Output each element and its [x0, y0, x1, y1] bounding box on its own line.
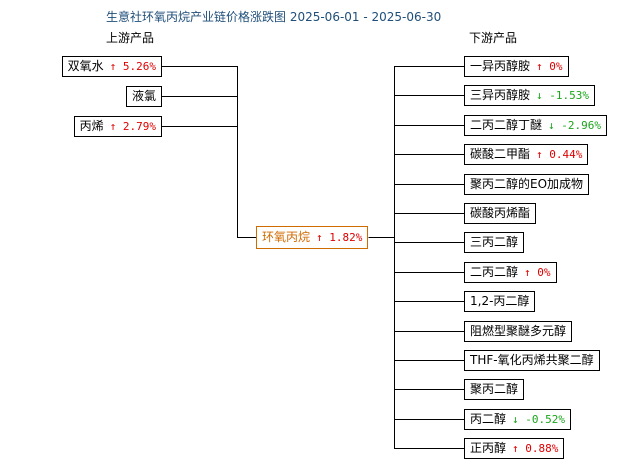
product-name: 聚丙二醇的EO加成物: [470, 176, 584, 191]
product-name: 丙二醇: [470, 411, 507, 426]
product-node[interactable]: 二丙二醇 ↑ 0%: [464, 261, 557, 283]
arrow-up-icon: ↑: [512, 441, 519, 455]
product-name: 三丙二醇: [470, 234, 519, 249]
product-name: 液氯: [131, 88, 156, 103]
change-value: -0.52%: [518, 412, 565, 426]
price-change-up: ↑ 0%: [536, 57, 563, 76]
product-name: 碳酸丙烯酯: [470, 205, 531, 220]
change-value: 5.26%: [116, 59, 156, 73]
price-change-up: ↑ 0%: [524, 263, 551, 282]
arrow-up-icon: ↑: [524, 265, 531, 279]
product-node[interactable]: 阻燃型聚醚多元醇: [464, 320, 573, 342]
product-node[interactable]: 正丙醇 ↑ 0.88%: [464, 437, 565, 459]
change-value: 1.82%: [322, 230, 363, 244]
upstream-header: 上游产品: [106, 31, 155, 45]
price-change-down: ↓ -2.96%: [548, 116, 601, 135]
product-name: 三异丙醇胺: [470, 87, 531, 102]
arrow-up-icon: ↑: [316, 230, 323, 244]
price-change-up: ↑ 1.82%: [316, 228, 362, 247]
arrow-up-icon: ↑: [536, 147, 543, 161]
product-name: 环氧丙烷: [262, 229, 311, 244]
product-name: 正丙醇: [470, 440, 507, 455]
change-value: 0%: [530, 265, 551, 279]
product-name: 阻燃型聚醚多元醇: [470, 323, 567, 338]
product-name: THF-氧化丙烯共聚二醇: [470, 352, 594, 367]
change-value: 2.79%: [116, 119, 156, 133]
arrow-down-icon: ↓: [536, 88, 543, 102]
product-node[interactable]: 丙二醇 ↓ -0.52%: [464, 408, 571, 430]
change-value: -1.53%: [542, 88, 589, 102]
product-name: 二丙二醇丁醚: [470, 117, 543, 132]
product-node[interactable]: 聚丙二醇: [464, 378, 525, 400]
change-value: 0.88%: [518, 441, 559, 455]
arrow-down-icon: ↓: [548, 118, 555, 132]
arrow-up-icon: ↑: [536, 59, 543, 73]
product-node[interactable]: 聚丙二醇的EO加成物: [464, 173, 590, 195]
product-name: 1,2-丙二醇: [470, 293, 530, 308]
arrow-up-icon: ↑: [109, 119, 117, 133]
change-value: 0.44%: [542, 147, 583, 161]
product-node[interactable]: 双氧水 ↑ 5.26%: [61, 55, 162, 77]
product-name: 二丙二醇: [470, 264, 519, 279]
product-name: 双氧水: [67, 58, 104, 73]
product-name: 一异丙醇胺: [470, 58, 531, 73]
arrow-up-icon: ↑: [109, 59, 117, 73]
product-node[interactable]: 一异丙醇胺 ↑ 0%: [464, 55, 569, 77]
price-change-up: ↑ 0.88%: [512, 439, 558, 458]
product-node[interactable]: 二丙二醇丁醚 ↓ -2.96%: [464, 114, 607, 136]
center-product-node[interactable]: 环氧丙烷 ↑ 1.82%: [256, 225, 369, 249]
product-node[interactable]: 碳酸丙烯酯: [464, 202, 537, 224]
price-change-down: ↓ -1.53%: [536, 86, 589, 105]
change-value: -2.96%: [554, 118, 601, 132]
product-node[interactable]: 液氯: [125, 85, 162, 107]
product-node[interactable]: THF-氧化丙烯共聚二醇: [464, 349, 600, 371]
price-change-up: ↑ 5.26%: [110, 57, 156, 76]
arrow-down-icon: ↓: [512, 412, 519, 426]
product-node[interactable]: 丙烯 ↑ 2.79%: [73, 115, 162, 137]
page-title: 生意社环氧丙烷产业链价格涨跌图 2025-06-01 - 2025-06-30: [106, 10, 442, 24]
product-node[interactable]: 三异丙醇胺 ↓ -1.53%: [464, 84, 595, 106]
change-value: 0%: [542, 59, 563, 73]
product-node[interactable]: 1,2-丙二醇: [464, 290, 536, 312]
price-change-up: ↑ 2.79%: [110, 117, 156, 136]
product-name: 碳酸二甲酯: [470, 146, 531, 161]
product-name: 丙烯: [79, 118, 104, 133]
downstream-header: 下游产品: [469, 31, 518, 45]
price-change-down: ↓ -0.52%: [512, 410, 565, 429]
price-change-up: ↑ 0.44%: [536, 145, 582, 164]
product-name: 聚丙二醇: [470, 381, 519, 396]
product-node[interactable]: 碳酸二甲酯 ↑ 0.44%: [464, 143, 589, 165]
product-node[interactable]: 三丙二醇: [464, 231, 525, 253]
